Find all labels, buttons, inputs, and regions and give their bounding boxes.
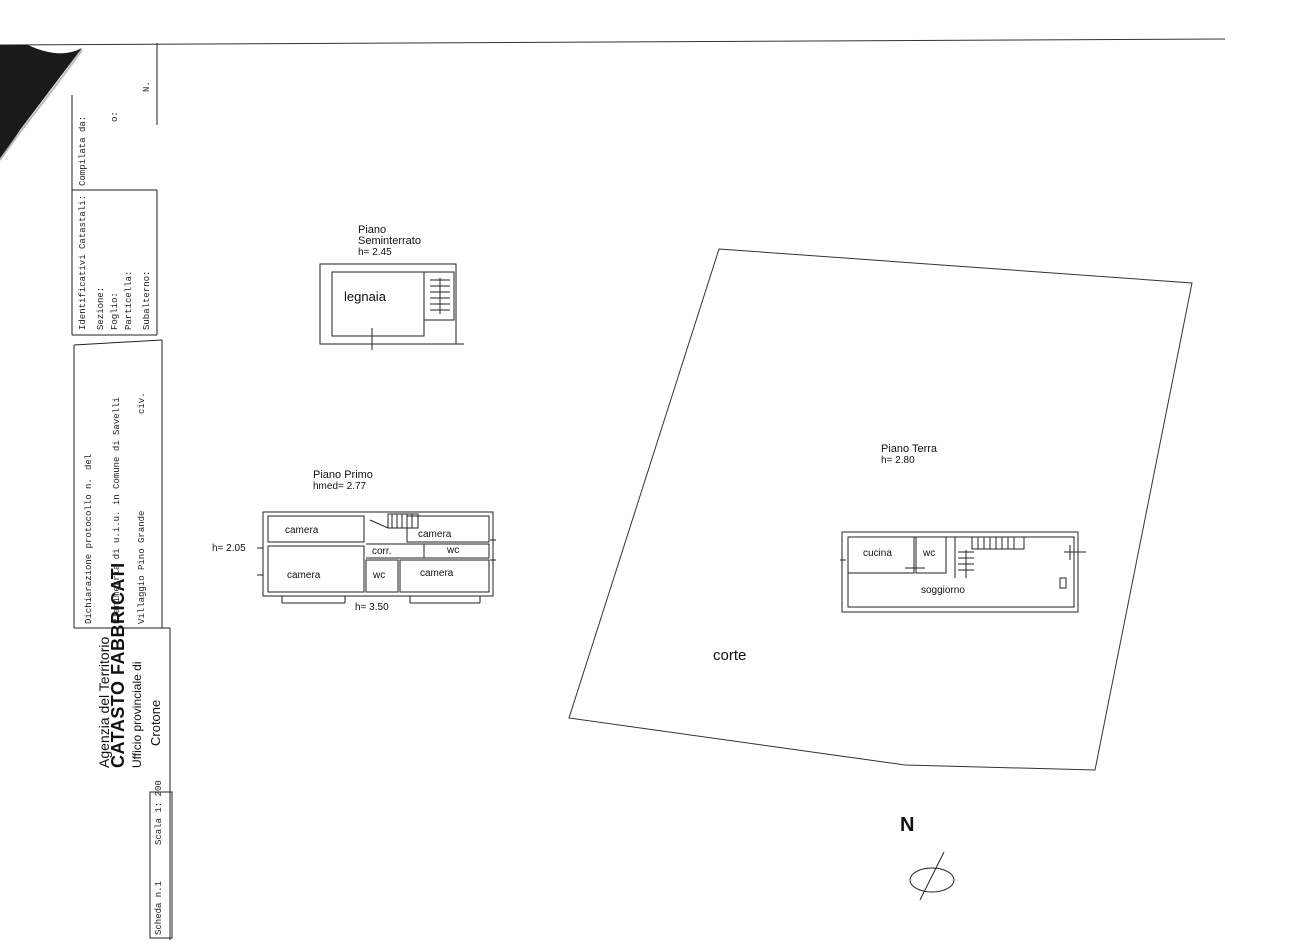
declaration-line2: Planimetria di u.i.u. in Comune di Savel… — [112, 397, 122, 624]
compiled-o: o: — [110, 111, 120, 122]
room-soggiorno: soggiorno — [921, 585, 965, 596]
court-boundary — [568, 248, 1193, 771]
plan-terra — [840, 531, 1086, 613]
room-wc-2: wc — [373, 570, 386, 581]
plan-primo — [257, 511, 496, 604]
frame-top-line — [0, 38, 1226, 46]
compiled-label: Compilata da: — [78, 115, 88, 186]
plan-seminterrato — [319, 263, 464, 350]
court-label: corte — [713, 647, 747, 664]
terra-height: h= 2.80 — [881, 455, 915, 466]
room-wc-terra: wc — [923, 548, 936, 559]
identifiers-foglio: Foglio: — [110, 292, 120, 330]
identifiers-heading: Identificativi Catastali: — [78, 194, 88, 330]
room-cucina: cucina — [863, 548, 892, 559]
office-label: Ufficio provinciale di — [130, 661, 144, 769]
north-label: N — [900, 814, 915, 836]
room-camera-2: camera — [418, 529, 452, 540]
seminterrato-height: h= 2.45 — [358, 247, 392, 258]
declaration-civ: civ. — [137, 392, 147, 414]
compiled-n: N. — [142, 81, 152, 92]
identifiers-sezione: Sezione: — [96, 286, 106, 330]
primo-height-left: h= 2.05 — [212, 543, 246, 554]
seminterrato-title-line1: Piano — [358, 224, 387, 236]
scale-label: Scala 1: 200 — [154, 780, 164, 845]
room-wc-1: wc — [447, 545, 460, 556]
declaration-line1: Dichiarazione protocollo n. — [84, 478, 94, 624]
room-legnaia: legnaia — [344, 289, 386, 304]
primo-title: Piano Primo — [313, 469, 373, 481]
office-city: Crotone — [148, 699, 163, 746]
primo-height-bottom: h= 3.50 — [355, 602, 389, 613]
declaration-line3: Villaggio Pino Grande — [137, 510, 147, 624]
identifiers-subalterno: Subalterno: — [142, 270, 152, 330]
scan-corner-shadow — [0, 45, 82, 160]
seminterrato-title-line2: Seminterrato — [358, 235, 421, 247]
room-camera-1: camera — [285, 525, 319, 536]
scheda-number: Scheda n.1 — [154, 880, 164, 935]
declaration-del: del — [84, 453, 94, 470]
north-arrow — [909, 851, 955, 901]
room-corridor: corr. — [372, 546, 392, 557]
primo-height: hmed= 2.77 — [313, 481, 367, 492]
room-camera-4: camera — [420, 568, 454, 579]
terra-title: Piano Terra — [881, 443, 938, 455]
room-camera-3: camera — [287, 570, 321, 581]
identifiers-particella: Particella: — [124, 270, 134, 330]
